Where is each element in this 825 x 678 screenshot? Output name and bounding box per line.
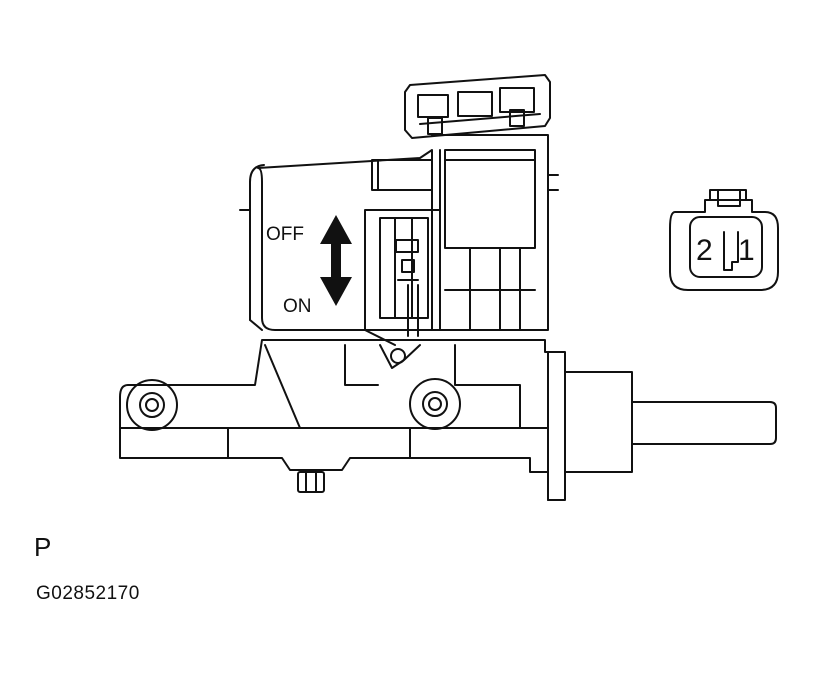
connector-front-icon — [669, 189, 779, 291]
double-arrow-vertical-icon — [320, 215, 352, 306]
figure-code: G02852170 — [36, 583, 140, 604]
on-label: ON — [283, 296, 312, 317]
lever-pivot — [390, 348, 406, 364]
bottom-bolt — [297, 471, 325, 493]
push-rod — [631, 401, 777, 445]
top-connector-plug — [404, 74, 551, 139]
view-label: P — [34, 532, 52, 562]
mounting-boss-left — [126, 379, 178, 431]
sensor-module — [431, 134, 559, 331]
mounting-boss-right — [409, 378, 461, 430]
off-label: OFF — [266, 224, 304, 245]
terminal-label-2: 2 — [696, 234, 713, 267]
terminal-label-1: 1 — [738, 234, 755, 267]
switch-housing — [239, 149, 441, 346]
cylinder-body — [119, 339, 633, 501]
